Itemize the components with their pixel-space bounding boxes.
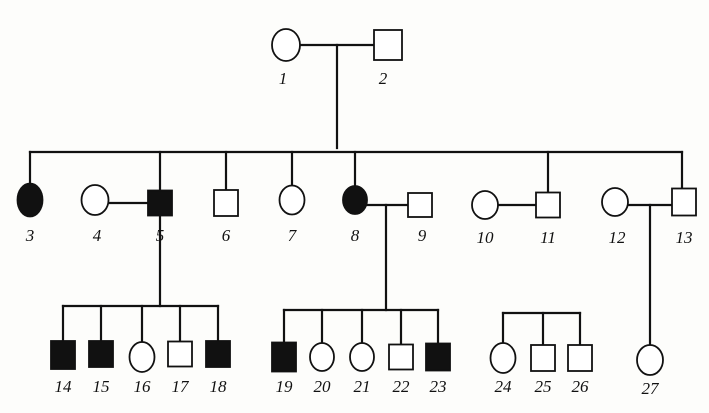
unaffected-male-square-25	[530, 344, 556, 372]
individual-label-3: 3	[25, 226, 35, 245]
affected-male-square-18	[205, 340, 231, 368]
individual-label-6: 6	[222, 226, 231, 245]
individual-label-2: 2	[379, 69, 388, 88]
individual-label-5: 5	[156, 226, 165, 245]
individual-label-9: 9	[418, 226, 427, 245]
individual-label-24: 24	[495, 377, 513, 396]
unaffected-male-square-17	[167, 340, 193, 368]
affected-male-square-19	[271, 341, 297, 373]
affected-male-square-15	[88, 340, 114, 368]
unaffected-male-square-11	[535, 191, 561, 219]
unaffected-female-circle-7	[278, 184, 306, 216]
unaffected-female-circle-21	[349, 342, 375, 372]
affected-male-square-14	[50, 340, 76, 370]
unaffected-male-square-6	[213, 189, 239, 217]
unaffected-female-circle-27	[636, 344, 664, 376]
unaffected-male-square-22	[388, 343, 414, 371]
affected-male-square-23	[425, 342, 451, 372]
individual-label-18: 18	[210, 377, 228, 396]
individual-label-12: 12	[609, 228, 627, 247]
individual-label-26: 26	[572, 377, 590, 396]
unaffected-female-circle-24	[489, 342, 517, 374]
individual-label-4: 4	[93, 226, 102, 245]
individual-label-27: 27	[642, 379, 661, 398]
unaffected-female-circle-16	[128, 341, 156, 373]
individual-label-10: 10	[477, 228, 495, 247]
individual-label-23: 23	[430, 377, 447, 396]
pedigree-lines	[28, 43, 684, 347]
affected-female-circle-8	[342, 185, 368, 215]
individual-label-14: 14	[55, 377, 73, 396]
unaffected-female-circle-4	[80, 184, 110, 216]
unaffected-female-circle-12	[601, 187, 629, 217]
individual-label-15: 15	[93, 377, 110, 396]
individual-label-13: 13	[676, 228, 693, 247]
affected-male-square-5	[147, 189, 173, 217]
unaffected-male-square-2	[373, 29, 403, 61]
individual-label-17: 17	[172, 377, 191, 396]
individual-label-21: 21	[354, 377, 371, 396]
individual-label-1: 1	[279, 69, 288, 88]
individual-label-20: 20	[314, 377, 332, 396]
individual-label-16: 16	[134, 377, 152, 396]
pedigree-individuals	[16, 28, 697, 376]
individual-label-11: 11	[540, 228, 556, 247]
unaffected-female-circle-1	[271, 28, 301, 62]
unaffected-male-square-26	[567, 344, 593, 372]
individual-label-8: 8	[351, 226, 360, 245]
unaffected-male-square-13	[671, 187, 697, 217]
individual-label-19: 19	[276, 377, 294, 396]
affected-female-circle-3	[16, 182, 44, 218]
unaffected-female-circle-10	[471, 190, 499, 220]
individual-label-22: 22	[393, 377, 411, 396]
individual-label-7: 7	[288, 226, 298, 245]
unaffected-male-square-9	[407, 192, 433, 218]
individual-label-25: 25	[535, 377, 552, 396]
unaffected-female-circle-20	[309, 342, 335, 372]
